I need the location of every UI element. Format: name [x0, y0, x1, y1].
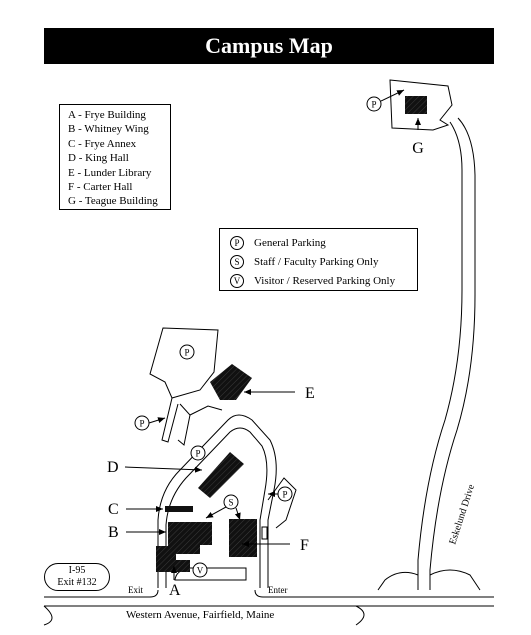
parking-label-visitor: Visitor / Reserved Parking Only: [254, 274, 396, 287]
eskelund-drive-label: Eskelund Drive: [447, 483, 477, 546]
marker-p-central: P: [195, 449, 200, 459]
title-bar: Campus Map: [44, 28, 494, 64]
upper-lot: [149, 327, 223, 446]
legend-item-d: D - King Hall: [68, 152, 129, 165]
arrow-teague-parking: [380, 89, 405, 102]
arrow-staff-2: [234, 507, 241, 521]
teague-lot: [389, 79, 453, 131]
label-c: C: [108, 501, 119, 518]
label-e: E: [305, 385, 315, 402]
western-avenue-road: [43, 589, 494, 626]
label-b: B: [108, 524, 119, 541]
upper-lot-marker: P: [179, 344, 195, 360]
legend-item-e: E - Lunder Library: [68, 166, 152, 179]
parking-legend: P General Parking S Staff / Faculty Park…: [219, 228, 418, 291]
marker-v: V: [197, 566, 204, 576]
parking-legend-general: P General Parking: [230, 233, 417, 252]
legend-item-b: B - Whitney Wing: [68, 123, 149, 136]
lunder-library: [210, 364, 252, 400]
arrow-side-parking: [148, 417, 166, 424]
side-lot-marker: P: [134, 415, 150, 431]
parking-symbol-p: P: [230, 235, 244, 250]
parking-label-staff: Staff / Faculty Parking Only: [254, 255, 379, 268]
east-lot-marker: P: [277, 486, 293, 502]
teague-marker: P: [366, 96, 382, 112]
label-g: G: [412, 140, 424, 157]
marker-p-east: P: [282, 490, 287, 500]
arrow-staff-1: [205, 506, 227, 519]
legend-item-f: F - Carter Hall: [68, 181, 133, 194]
legend-item-a: A - Frye Building: [68, 109, 146, 121]
parking-symbol-v: V: [230, 273, 244, 288]
legend-item-g: G - Teague Building: [68, 195, 158, 208]
page-title: Campus Map: [205, 33, 333, 58]
whitney-wing: [168, 522, 212, 554]
highway-name: I-95: [68, 565, 86, 576]
building-legend: A - Frye Building B - Whitney Wing C - F…: [59, 104, 171, 210]
enter-label: Enter: [268, 585, 288, 595]
street-label: Western Avenue, Fairfield, Maine: [126, 609, 274, 621]
label-a: A: [169, 582, 181, 599]
label-f: F: [300, 537, 309, 554]
central-lot-marker: P: [190, 445, 206, 461]
parking-symbol-s: S: [230, 254, 244, 269]
carter-hall-entry: [261, 526, 268, 540]
marker-p-teague: P: [371, 100, 376, 110]
legend-item-c: C - Frye Annex: [68, 137, 137, 150]
highway-exit: Exit #132: [57, 577, 97, 588]
label-d: D: [107, 459, 119, 476]
marker-p-side: P: [139, 419, 144, 429]
marker-s: S: [228, 498, 233, 508]
king-hall: [198, 452, 244, 498]
teague-building: [405, 96, 427, 114]
highway-sign: I-95 Exit #132: [44, 563, 110, 591]
parking-label-general: General Parking: [254, 236, 326, 249]
marker-p-upper: P: [184, 348, 189, 358]
staff-lot-marker: S: [223, 494, 239, 510]
eskelund-drive-road: [377, 117, 481, 591]
arrow-d: [124, 466, 203, 473]
parking-legend-staff: S Staff / Faculty Parking Only: [230, 252, 417, 271]
visitor-lot-marker: V: [192, 562, 208, 578]
frye-annex: [165, 506, 193, 512]
parking-legend-visitor: V Visitor / Reserved Parking Only: [230, 271, 417, 290]
carter-hall: [229, 519, 257, 557]
frye-building: [156, 546, 190, 572]
exit-label: Exit: [128, 585, 143, 595]
